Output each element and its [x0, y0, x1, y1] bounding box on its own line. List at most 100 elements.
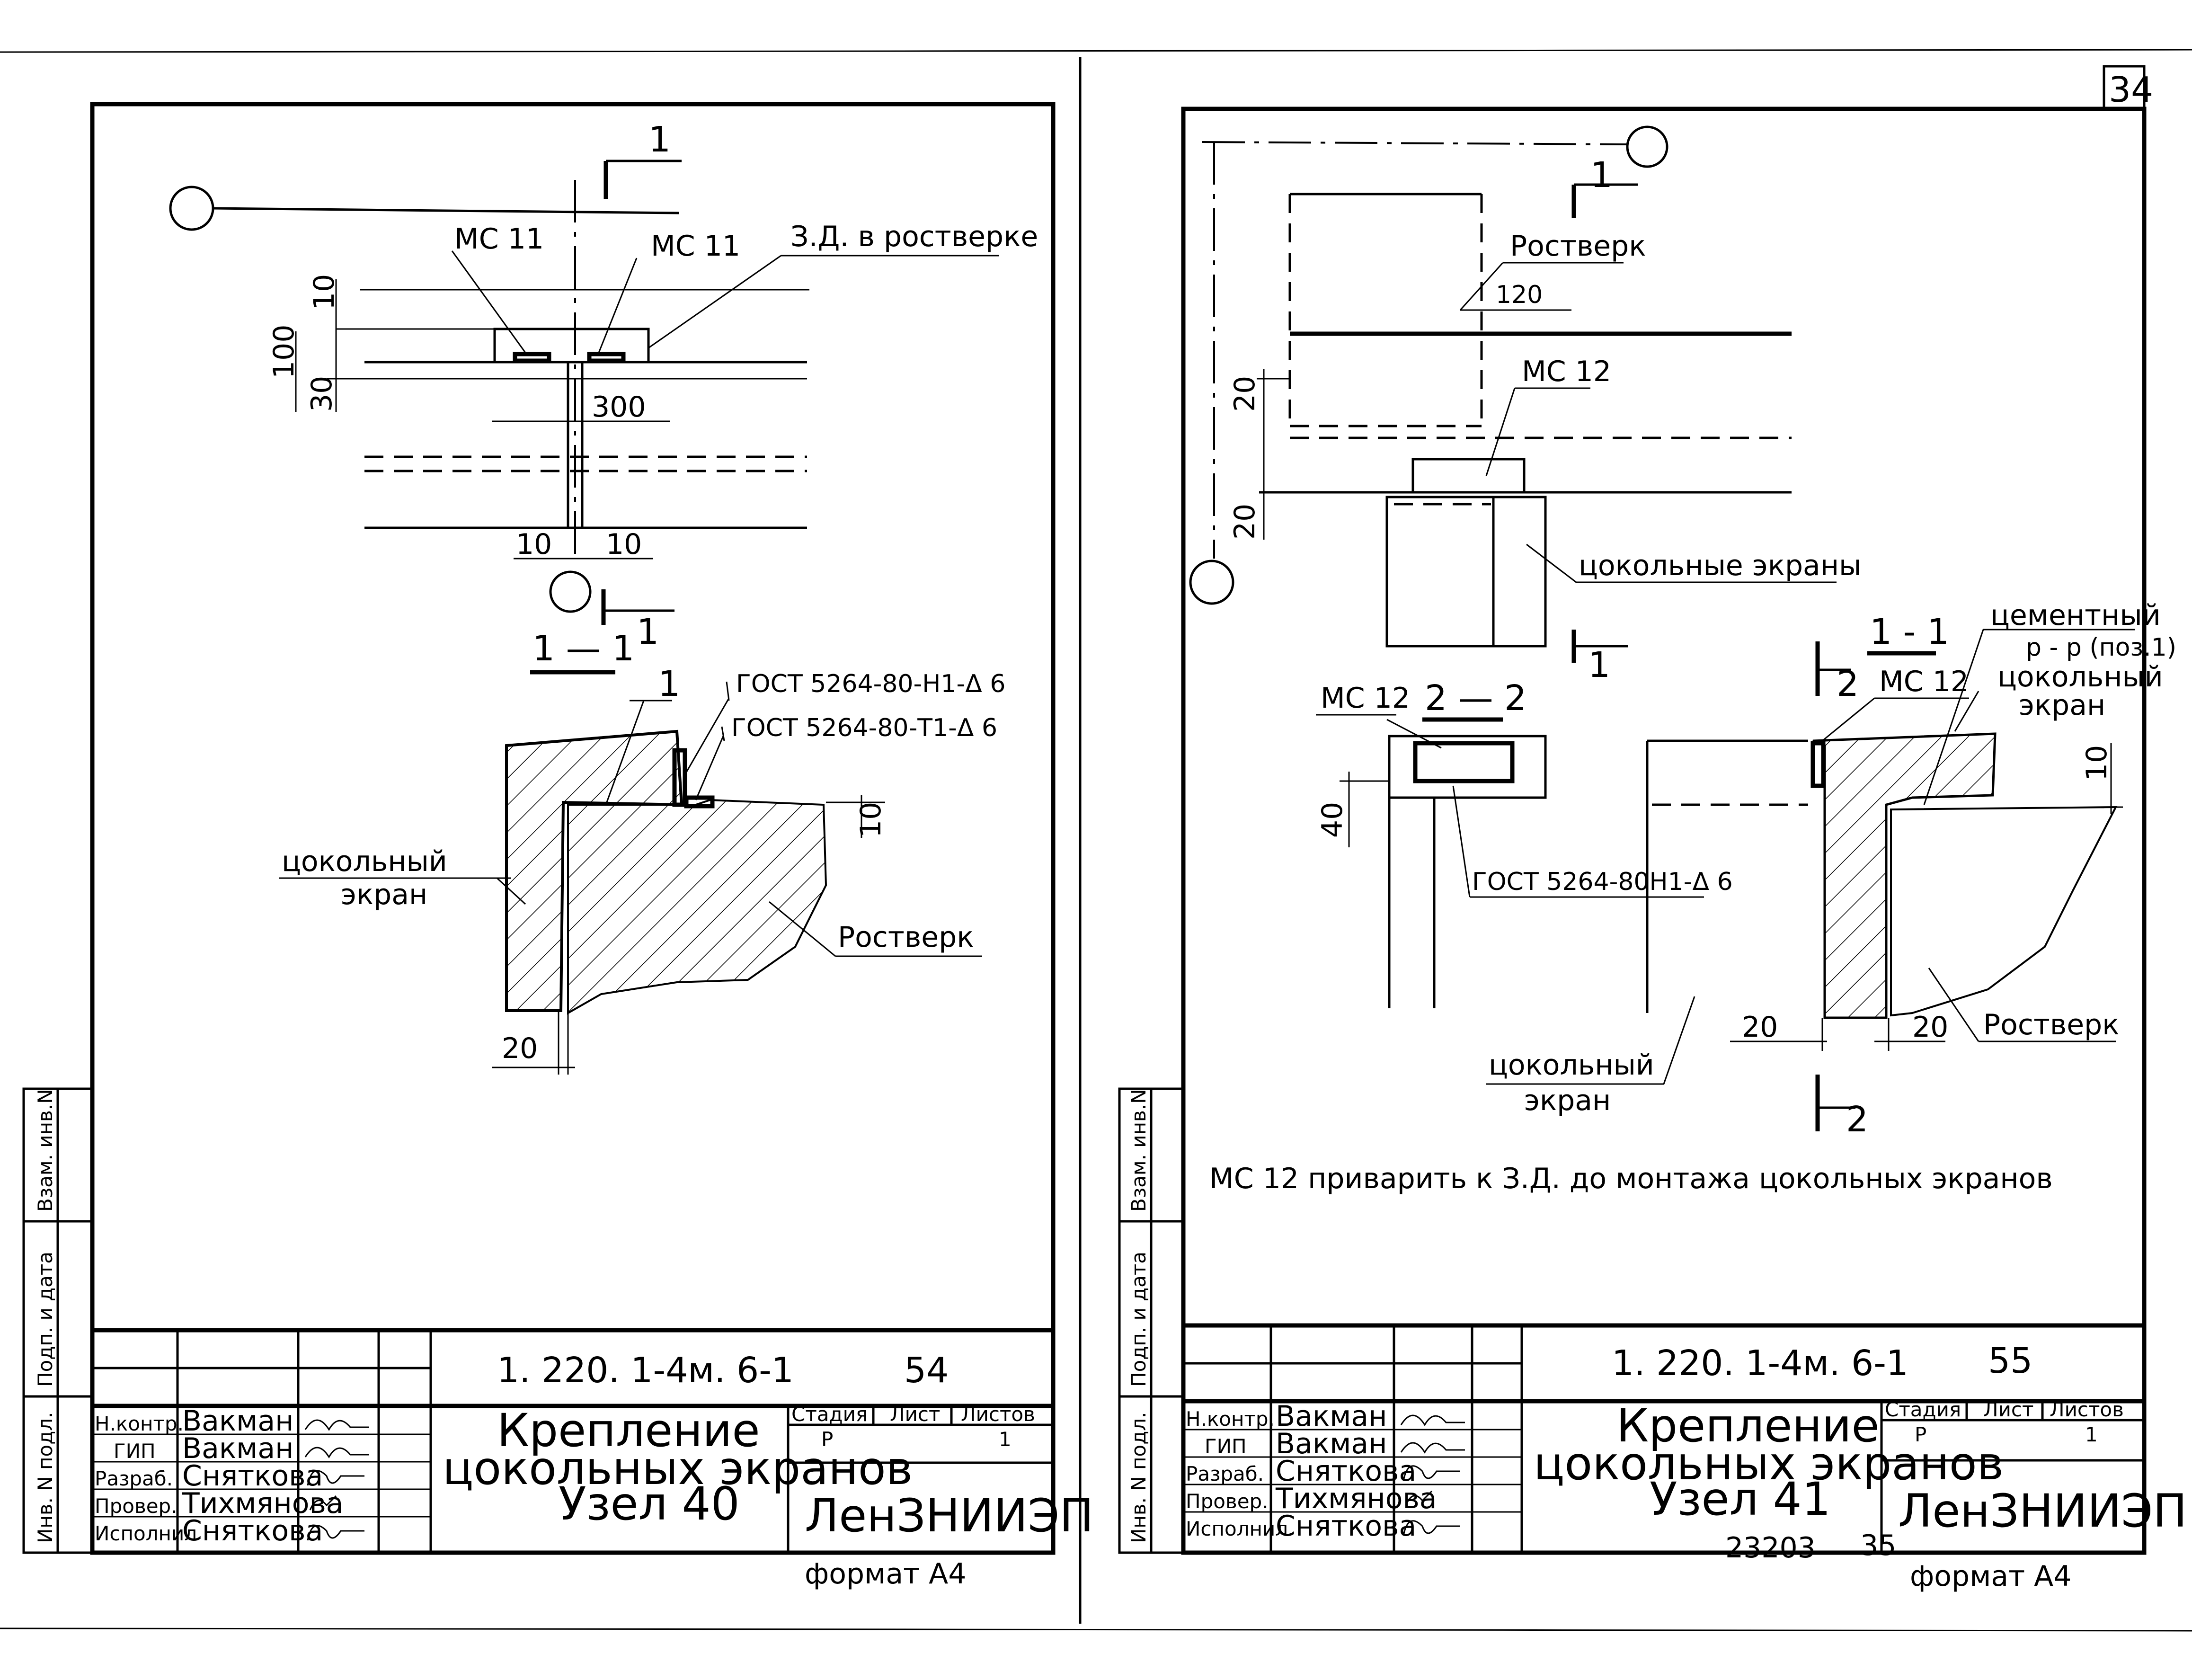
screen-label-right: цокольный экран: [1486, 996, 1695, 1117]
label-grillage: Ростверк: [838, 921, 974, 954]
section22-title: 2 — 2: [1425, 678, 1526, 719]
org-name: ЛенЗНИИЭП: [1898, 1484, 2187, 1538]
side-stamp-right: Взам. инв.N Подп. и дата Инв. N подл.: [1118, 1087, 1185, 1554]
label-screen-2: экран: [341, 878, 427, 911]
section-title: 1 — 1: [532, 628, 634, 669]
plan-node-41: 1 1 Ростверк 120 МС 12 20 20 цокольные э…: [1189, 125, 1861, 685]
stage-value: Р: [821, 1428, 833, 1451]
label-mc12: МС 12: [1522, 355, 1611, 388]
weld-22: ГОСТ 5264-80Н1-Δ 6: [1472, 868, 1733, 896]
stage-value: Р: [1915, 1423, 1926, 1446]
section-1-1-left: 1 — 1 20 10 1 ГОСТ 5264-80-Н1-Δ 6 ГОСТ 5…: [279, 628, 1005, 1075]
format-label: формат А4: [1910, 1560, 2071, 1593]
side-inv: Инв. N подл.: [34, 1412, 57, 1544]
stamp-title-0: Крепление: [1616, 1399, 1880, 1452]
weld-1: ГОСТ 5264-80-Н1-Δ 6: [736, 670, 1005, 698]
axis-bubble: [1626, 125, 1668, 168]
stamp-title-2: Узел 41: [1650, 1473, 1831, 1526]
row-name-3: Тихмянова: [182, 1487, 344, 1520]
label-grillage-11: Ростверк: [1983, 1008, 2119, 1041]
archive-number: 23203: [1725, 1531, 1816, 1564]
label-screen-11-1: экран: [2019, 689, 2105, 722]
row-name-4: Сняткова: [1276, 1510, 1416, 1543]
axis-bubble: [549, 570, 592, 613]
stamp-title-1: цокольных экранов: [443, 1442, 913, 1495]
sheet-edges: [0, 49, 2192, 1632]
dim-20b-11: 20: [1912, 1011, 1948, 1044]
dim-10a: 10: [516, 528, 552, 561]
col-sheets: Листов: [2050, 1398, 2124, 1421]
row-name-0: Вакман: [182, 1404, 293, 1438]
row-role-2: Разраб.: [95, 1467, 173, 1490]
row-name-1: Вакман: [182, 1432, 293, 1465]
stamp-code: 1. 220. 1-4м. 6-1: [1612, 1343, 1908, 1384]
side-podp: Подп. и дата: [34, 1252, 57, 1387]
weld-2: ГОСТ 5264-80-Т1-Δ 6: [731, 714, 997, 742]
row-role-1: ГИП: [1205, 1435, 1247, 1458]
row-role-1: ГИП: [114, 1440, 156, 1463]
dim-10: 10: [308, 274, 341, 310]
row-role-2: Разраб.: [1186, 1462, 1264, 1485]
row-role-3: Провер.: [1186, 1490, 1269, 1513]
dim-10: 10: [854, 802, 887, 838]
sheets-value: 1: [2085, 1423, 2098, 1446]
label-mortar-1: р - р (поз.1): [2026, 633, 2176, 662]
col-sheet: Лист: [890, 1403, 940, 1426]
section-2-2: МС 12 2 — 2 40 ГОСТ 5264-80Н1-Δ 6: [1316, 678, 1733, 1008]
screen-label-0: цокольный: [1489, 1049, 1654, 1082]
col-sheets: Листов: [961, 1403, 1035, 1426]
label-1: 1: [658, 664, 680, 704]
stamp-title-1: цокольных экранов: [1534, 1437, 2004, 1490]
row-role-0: Н.контр.: [95, 1412, 184, 1435]
stamp-title-2: Узел 40: [559, 1477, 740, 1530]
label-screen-1: цокольный: [282, 845, 447, 878]
org-name: ЛенЗНИИЭП: [805, 1489, 1094, 1542]
col-stage: Стадия: [1885, 1398, 1961, 1421]
label-screen-11-0: цокольный: [1997, 660, 2163, 693]
sheets-value: 1: [999, 1428, 1012, 1451]
screen-label-1: экран: [1524, 1084, 1611, 1117]
row-role-0: Н.контр.: [1186, 1407, 1275, 1431]
side-inv: Инв. N подл.: [1127, 1412, 1150, 1544]
label-mc11-a: МС 11: [454, 222, 544, 256]
format-label: формат А4: [805, 1557, 966, 1591]
archive-page: 35: [1860, 1529, 1896, 1562]
dim-20a-11: 20: [1742, 1011, 1778, 1044]
row-name-2: Сняткова: [1276, 1455, 1416, 1488]
label-mortar-0: цементный: [1990, 599, 2161, 632]
label-grillage: Ростверк: [1510, 230, 1646, 263]
side-vzam: Взам. инв.N: [34, 1089, 57, 1212]
stamp-page: 55: [1988, 1341, 2032, 1381]
dim-20b: 20: [1228, 504, 1261, 540]
row-name-0: Вакман: [1276, 1400, 1387, 1433]
mark-2-top: 2: [1837, 664, 1859, 704]
dim-30: 30: [305, 376, 338, 412]
side-vzam: Взам. инв.N: [1127, 1089, 1150, 1212]
dim-40: 40: [1316, 802, 1349, 838]
stamp-title-0: Крепление: [497, 1404, 760, 1457]
dim-300: 300: [592, 391, 646, 424]
axis-bubble: [1189, 560, 1234, 605]
mark-2-bottom: 2: [1846, 1099, 1868, 1140]
section-mark-top: 1: [648, 119, 671, 160]
dim-100: 100: [267, 324, 301, 379]
plan-node-40: 1 1 МС 11 МС 11 З.Д. в: [169, 119, 1038, 652]
col-sheet: Лист: [1983, 1398, 2033, 1421]
row-role-4: Исполнил: [95, 1522, 197, 1545]
section11-title: 1 - 1: [1870, 612, 1949, 652]
side-stamp-left: Взам. инв.N Подп. и дата Инв. N подл.: [22, 1087, 94, 1554]
row-role-4: Исполнил: [1186, 1517, 1288, 1540]
stamp-page: 54: [904, 1350, 949, 1391]
row-name-1: Вакман: [1276, 1427, 1387, 1460]
title-block-left: 1. 220. 1-4м. 6-1 54 Н.контр. Вакман ГИП…: [92, 1328, 1094, 1591]
row-name-4: Сняткова: [182, 1514, 323, 1547]
section-1-1-right: 1 - 1 2 МС 12 цементный р - р (поз.1) цо…: [1646, 599, 2176, 1140]
label-embedded: З.Д. в ростверке: [790, 220, 1038, 253]
label-mc11-b: МС 11: [651, 230, 740, 263]
stamp-code: 1. 220. 1-4м. 6-1: [497, 1350, 794, 1391]
axis-bubble: [169, 186, 214, 231]
left-sheet: Взам. инв.N Подп. и дата Инв. N подл. 1 …: [22, 102, 1094, 1591]
dim-10b: 10: [606, 528, 642, 561]
dim-20a: 20: [1228, 376, 1261, 412]
